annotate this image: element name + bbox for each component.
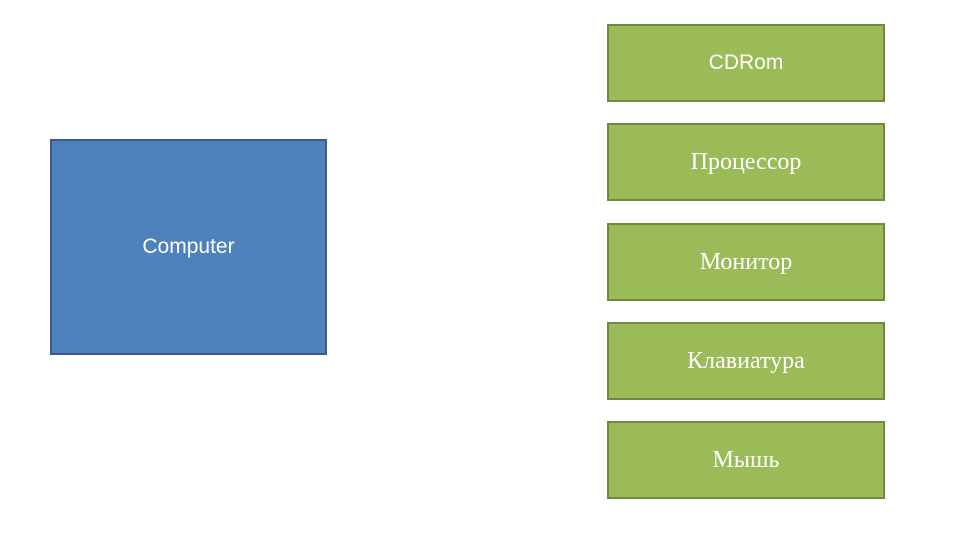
component-label: Мышь xyxy=(712,446,780,473)
component-box-mouse[interactable]: Мышь xyxy=(607,421,885,499)
component-label: Процессор xyxy=(690,148,802,175)
component-box-cdrom[interactable]: CDRom xyxy=(607,24,885,102)
component-box-monitor[interactable]: Монитор xyxy=(607,223,885,301)
component-box-keyboard[interactable]: Клавиатура xyxy=(607,322,885,400)
component-label: Монитор xyxy=(699,248,793,275)
component-label: Клавиатура xyxy=(687,347,805,374)
component-box-processor[interactable]: Процессор xyxy=(607,123,885,201)
component-label: CDRom xyxy=(708,51,784,74)
computer-label: Computer xyxy=(142,235,235,258)
computer-box[interactable]: Computer xyxy=(50,139,327,355)
